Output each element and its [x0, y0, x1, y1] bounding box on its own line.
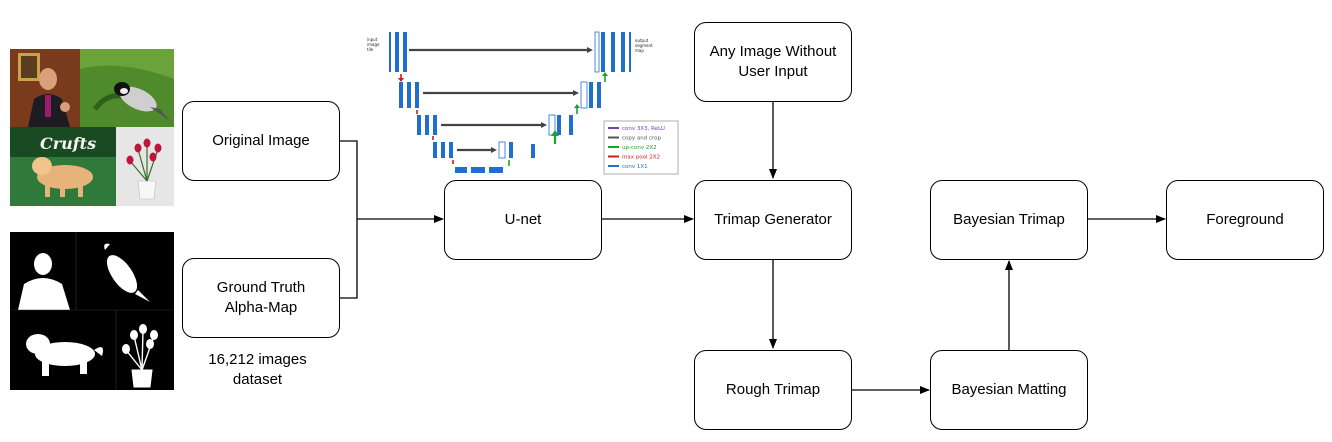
man-photo [10, 49, 80, 127]
node-ground-truth-label: Ground Truth Alpha-Map [216, 279, 306, 316]
crufts-text: Crufts [40, 134, 96, 153]
node-rough-trimap-label: Rough Trimap [725, 381, 821, 398]
node-bayesian-trimap-label: Bayesian Trimap [953, 211, 1065, 228]
node-trimap-generator-label: Trimap Generator [714, 211, 832, 228]
node-foreground-label: Foreground [1206, 211, 1284, 228]
unet-legend-label: conv 1X1 [622, 164, 648, 170]
dog-mask [26, 334, 103, 376]
node-unet-label: U-net [504, 211, 542, 228]
unet-legend-label: conv 3X3, ReLU [622, 126, 665, 132]
node-trimap-generator: Trimap Generator [694, 180, 852, 260]
node-ground-truth: Ground Truth Alpha-Map [182, 258, 340, 338]
bird-photo [80, 49, 174, 127]
node-bayesian-matting: Bayesian Matting [930, 350, 1088, 430]
sample-photos: Crufts [10, 49, 174, 206]
dataset-caption: 16,212 images dataset [208, 351, 307, 388]
unet-legend: conv 3X3, ReLU copy and crop up-conv 2X2 ma… [603, 120, 679, 175]
bird-mask [104, 243, 150, 302]
dog-photo: Crufts [10, 127, 116, 206]
edge-groundtruth-to-merge [340, 219, 358, 299]
node-original-image: Original Image [182, 101, 340, 181]
unet-legend-label: copy and crop [622, 136, 662, 142]
flowers-mask [122, 324, 158, 388]
unet-legend-label: max pool 2X2 [622, 155, 660, 161]
node-rough-trimap: Rough Trimap [694, 350, 852, 430]
node-foreground: Foreground [1166, 180, 1324, 260]
node-original-image-label: Original Image [212, 132, 310, 149]
sample-masks [10, 232, 174, 390]
node-bayesian-trimap: Bayesian Trimap [930, 180, 1088, 260]
node-any-image: Any Image Without User Input [694, 22, 852, 102]
flowers-photo [116, 127, 174, 206]
node-any-image-label: Any Image Without User Input [709, 43, 837, 80]
man-mask [18, 253, 70, 310]
unet-legend-label: up-conv 2X2 [622, 145, 657, 151]
node-bayesian-matting-label: Bayesian Matting [951, 381, 1067, 398]
node-unet: U-net [444, 180, 602, 260]
edge-original-to-merge [340, 140, 358, 219]
